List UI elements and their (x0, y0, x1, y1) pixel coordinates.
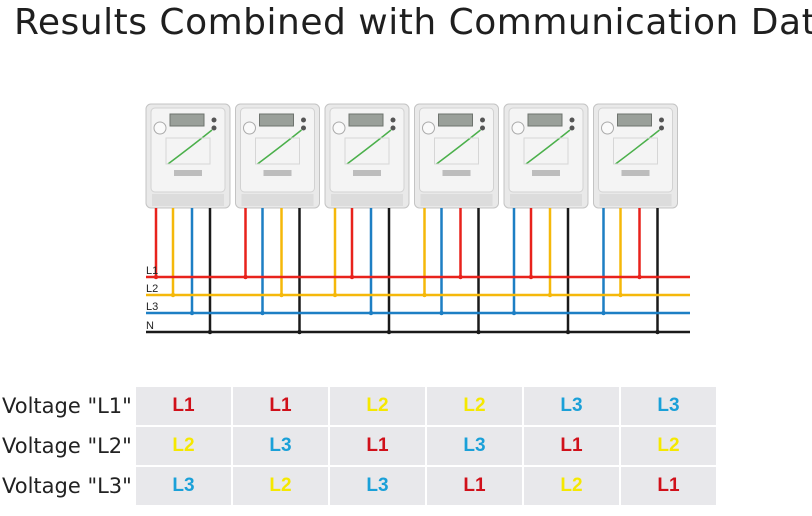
phase-cell: L1 (619, 467, 716, 507)
phase-cell: L2 (231, 467, 328, 507)
phase-cell: L1 (328, 427, 425, 467)
bus-label-l3: L3 (146, 301, 158, 313)
phase-cell: L2 (134, 427, 231, 467)
bus-label-l1: L1 (146, 265, 158, 277)
electricity-meter (145, 103, 231, 209)
phase-cell: L2 (619, 427, 716, 467)
phase-cell: L1 (522, 427, 619, 467)
slide-title: Results Combined with Communication Data (14, 2, 812, 43)
phase-cell: L2 (522, 467, 619, 507)
phase-cell: L3 (328, 467, 425, 507)
phase-cell: L1 (134, 387, 231, 427)
phase-cell: L3 (619, 387, 716, 427)
phase-cell: L3 (134, 467, 231, 507)
phase-cell: L3 (231, 427, 328, 467)
phase-cell: L1 (425, 467, 522, 507)
phase-cell: L2 (425, 387, 522, 427)
row-label: Voltage "L2" (0, 427, 134, 467)
phase-cell: L3 (425, 427, 522, 467)
phase-cell: L2 (328, 387, 425, 427)
bus-label-l2: L2 (146, 283, 158, 295)
phase-cell: L1 (231, 387, 328, 427)
row-label: Voltage "L3" (0, 467, 134, 507)
electricity-meter (324, 103, 410, 209)
electricity-meter (235, 103, 320, 209)
phase-cell: L3 (522, 387, 619, 427)
electricity-meter (414, 103, 499, 209)
bus-label-n: N (146, 320, 154, 332)
row-label: Voltage "L1" (0, 387, 134, 427)
electricity-meter (593, 103, 678, 209)
electricity-meter (503, 103, 589, 209)
